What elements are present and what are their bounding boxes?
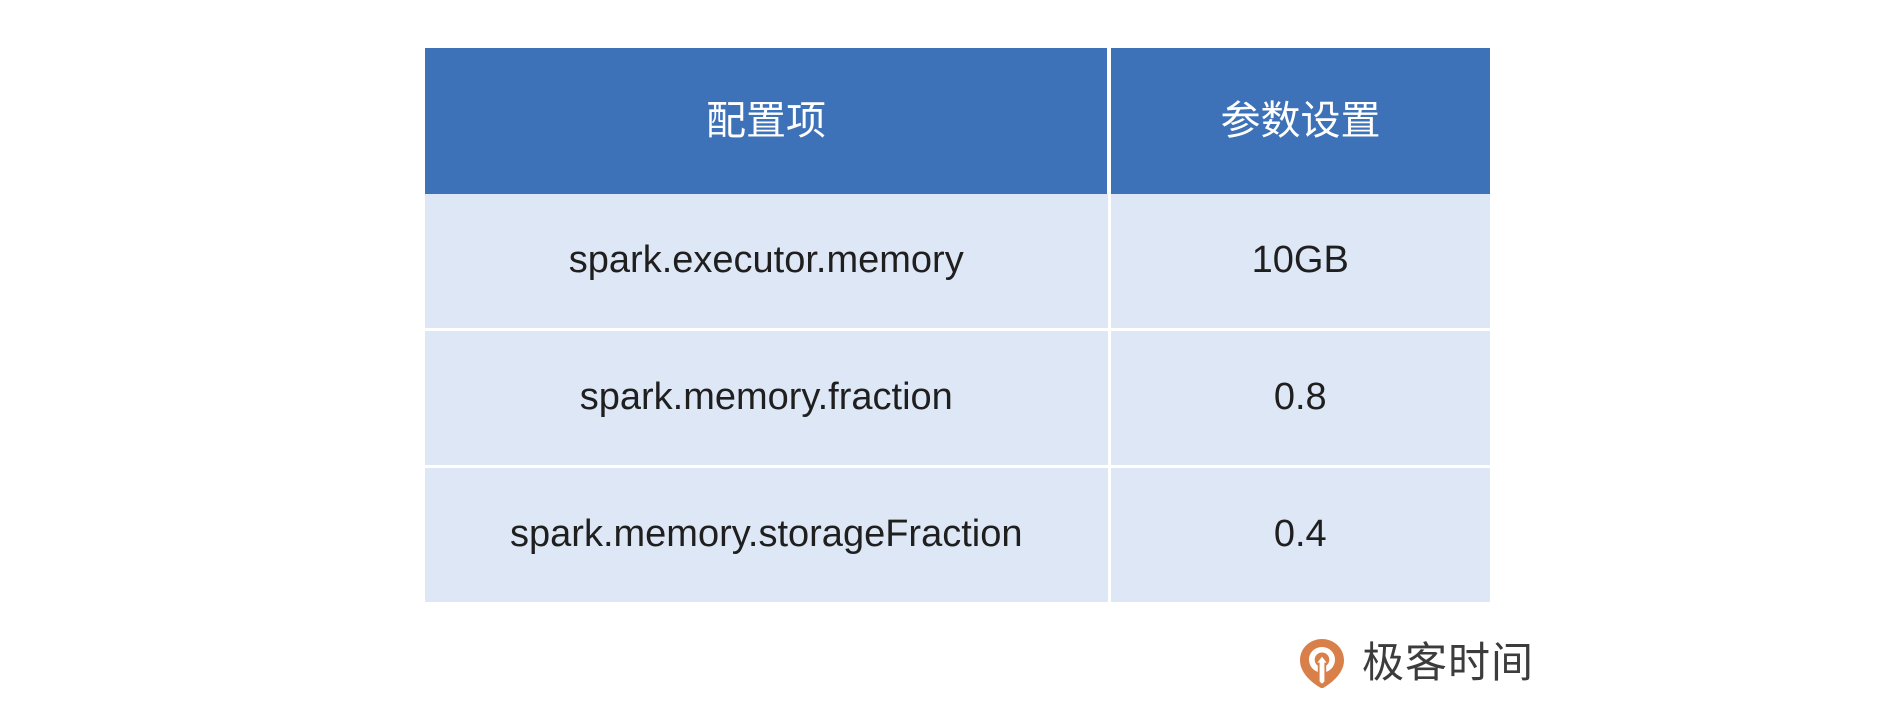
table-row: spark.executor.memory 10GB xyxy=(425,194,1490,331)
column-header-config-item: 配置项 xyxy=(425,48,1111,194)
table-row: spark.memory.storageFraction 0.4 xyxy=(425,466,1490,602)
table-body: spark.executor.memory 10GB spark.memory.… xyxy=(425,194,1490,602)
table-header-row: 配置项 参数设置 xyxy=(425,48,1490,194)
table-header: 配置项 参数设置 xyxy=(425,48,1490,194)
brand-name: 极客时间 xyxy=(1362,639,1535,686)
spark-config-table: 配置项 参数设置 spark.executor.memory 10GB spar… xyxy=(425,48,1490,602)
column-header-parameter-setting: 参数设置 xyxy=(1109,48,1490,194)
table-row: spark.memory.fraction 0.8 xyxy=(425,329,1490,468)
geekbang-logo-icon xyxy=(1296,637,1348,689)
cell-config-value: 10GB xyxy=(1109,194,1490,331)
brand-watermark: 极客时间 xyxy=(1296,637,1534,689)
cell-config-value: 0.8 xyxy=(1109,329,1490,468)
cell-config-name: spark.executor.memory xyxy=(425,194,1111,331)
cell-config-name: spark.memory.storageFraction xyxy=(425,466,1111,602)
cell-config-name: spark.memory.fraction xyxy=(425,329,1111,468)
cell-config-value: 0.4 xyxy=(1109,466,1490,602)
